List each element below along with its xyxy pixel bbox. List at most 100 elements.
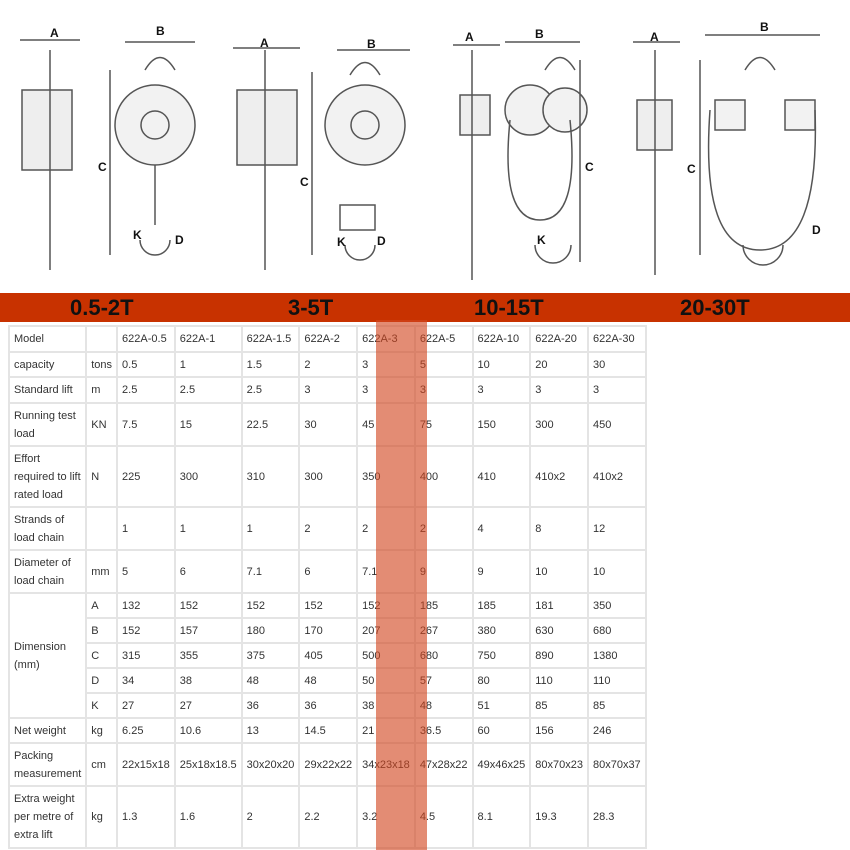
dim-label-c: C [687, 162, 696, 176]
row-unit: D [85, 667, 119, 694]
table-cell: 36 [240, 692, 301, 719]
table-cell: 152 [240, 592, 301, 619]
table-cell: 51 [471, 692, 532, 719]
table-cell: 170 [298, 617, 359, 644]
hoist-drawing [233, 47, 410, 270]
row-unit: kg [85, 717, 119, 744]
table-cell: 375 [240, 642, 301, 669]
table-cell: 1.6 [173, 785, 243, 849]
table-cell: 34 [116, 667, 176, 694]
table-cell: 85 [529, 692, 589, 719]
table-cell: 49x46x25 [471, 742, 532, 787]
row-unit: tons [85, 351, 119, 378]
table-cell: 7.5 [116, 402, 176, 447]
table-cell: 630 [529, 617, 589, 644]
table-cell: 28.3 [586, 785, 647, 849]
table-cell: 110 [529, 667, 589, 694]
table-cell: 10 [529, 549, 589, 594]
dim-label-c: C [585, 160, 594, 174]
table-cell: 48 [298, 667, 359, 694]
table-cell: 7.1 [356, 549, 416, 594]
table-cell: 380 [471, 617, 532, 644]
row-unit: N [85, 445, 119, 508]
row-label: Strands of load chain [7, 506, 88, 551]
table-cell: 1 [240, 506, 301, 551]
table-cell: 355 [173, 642, 243, 669]
table-cell: 3 [298, 376, 359, 404]
row-unit: C [85, 642, 119, 669]
table-cell: 2 [298, 506, 359, 551]
band-label: 0.5-2T [70, 295, 134, 320]
table-cell: 3 [356, 376, 416, 404]
table-cell: 500 [356, 642, 416, 669]
table-cell: 315 [116, 642, 176, 669]
table-cell: 410 [471, 445, 532, 508]
table-cell: 185 [413, 592, 474, 619]
row-label: Standard lift [7, 376, 88, 404]
table-cell: 47x28x22 [413, 742, 474, 787]
table-cell: 300 [173, 445, 243, 508]
table-cell: 34x23x18 [356, 742, 416, 787]
table-cell: 30x20x20 [240, 742, 301, 787]
table-cell: 157 [173, 617, 243, 644]
dim-label-a: A [50, 26, 59, 40]
table-cell: 8 [529, 506, 589, 551]
table-cell: 22.5 [240, 402, 301, 447]
dim-label-a: A [465, 30, 474, 44]
table-cell: 6.25 [116, 717, 176, 744]
table-cell: 6 [298, 549, 359, 594]
hoist-drawing [633, 34, 820, 275]
table-cell: 9 [471, 549, 532, 594]
row-label: Net weight [7, 717, 88, 744]
table-cell: 2.2 [298, 785, 359, 849]
table-cell: 27 [173, 692, 243, 719]
table-cell: 60 [471, 717, 532, 744]
table-cell: 85 [586, 692, 647, 719]
table-cell: 622A-3 [356, 325, 416, 353]
band-label: 20-30T [680, 295, 750, 320]
table-cell: 36 [298, 692, 359, 719]
capacity-banner: 0.5-2T 3-5T 10-15T 20-30T [0, 293, 850, 322]
table-cell: 246 [586, 717, 647, 744]
table-cell: 3 [586, 376, 647, 404]
table-cell: 30 [586, 351, 647, 378]
table-cell: 410x2 [586, 445, 647, 508]
table-cell: 152 [356, 592, 416, 619]
table-cell: 29x22x22 [298, 742, 359, 787]
table-cell: 80x70x23 [529, 742, 589, 787]
table-cell: 410x2 [529, 445, 589, 508]
table-cell: 6 [173, 549, 243, 594]
table-cell: 10 [471, 351, 532, 378]
table-cell: 30 [298, 402, 359, 447]
hoist-diagram-3-5t: A B C K D [215, 0, 425, 290]
table-cell: 680 [413, 642, 474, 669]
hoist-drawing [20, 39, 196, 270]
table-cell: 150 [471, 402, 532, 447]
table-cell: 80 [471, 667, 532, 694]
table-cell: 180 [240, 617, 301, 644]
table-cell: 1.3 [116, 785, 176, 849]
dim-label-d: D [812, 223, 821, 237]
dim-label-k: K [133, 228, 142, 242]
band-label: 10-15T [474, 295, 544, 320]
table-cell: 890 [529, 642, 589, 669]
row-unit: cm [85, 742, 119, 787]
row-label: Dimension (mm) [7, 592, 88, 719]
table-cell: 8.1 [471, 785, 532, 849]
table-cell: 0.5 [116, 351, 176, 378]
table-cell: 450 [586, 402, 647, 447]
table-cell: 2.5 [116, 376, 176, 404]
row-unit: m [85, 376, 119, 404]
table-cell: 1 [116, 506, 176, 551]
table-cell: 267 [413, 617, 474, 644]
table-cell: 21 [356, 717, 416, 744]
table-cell: 622A-1.5 [240, 325, 301, 353]
table-cell: 57 [413, 667, 474, 694]
row-unit [85, 506, 119, 551]
